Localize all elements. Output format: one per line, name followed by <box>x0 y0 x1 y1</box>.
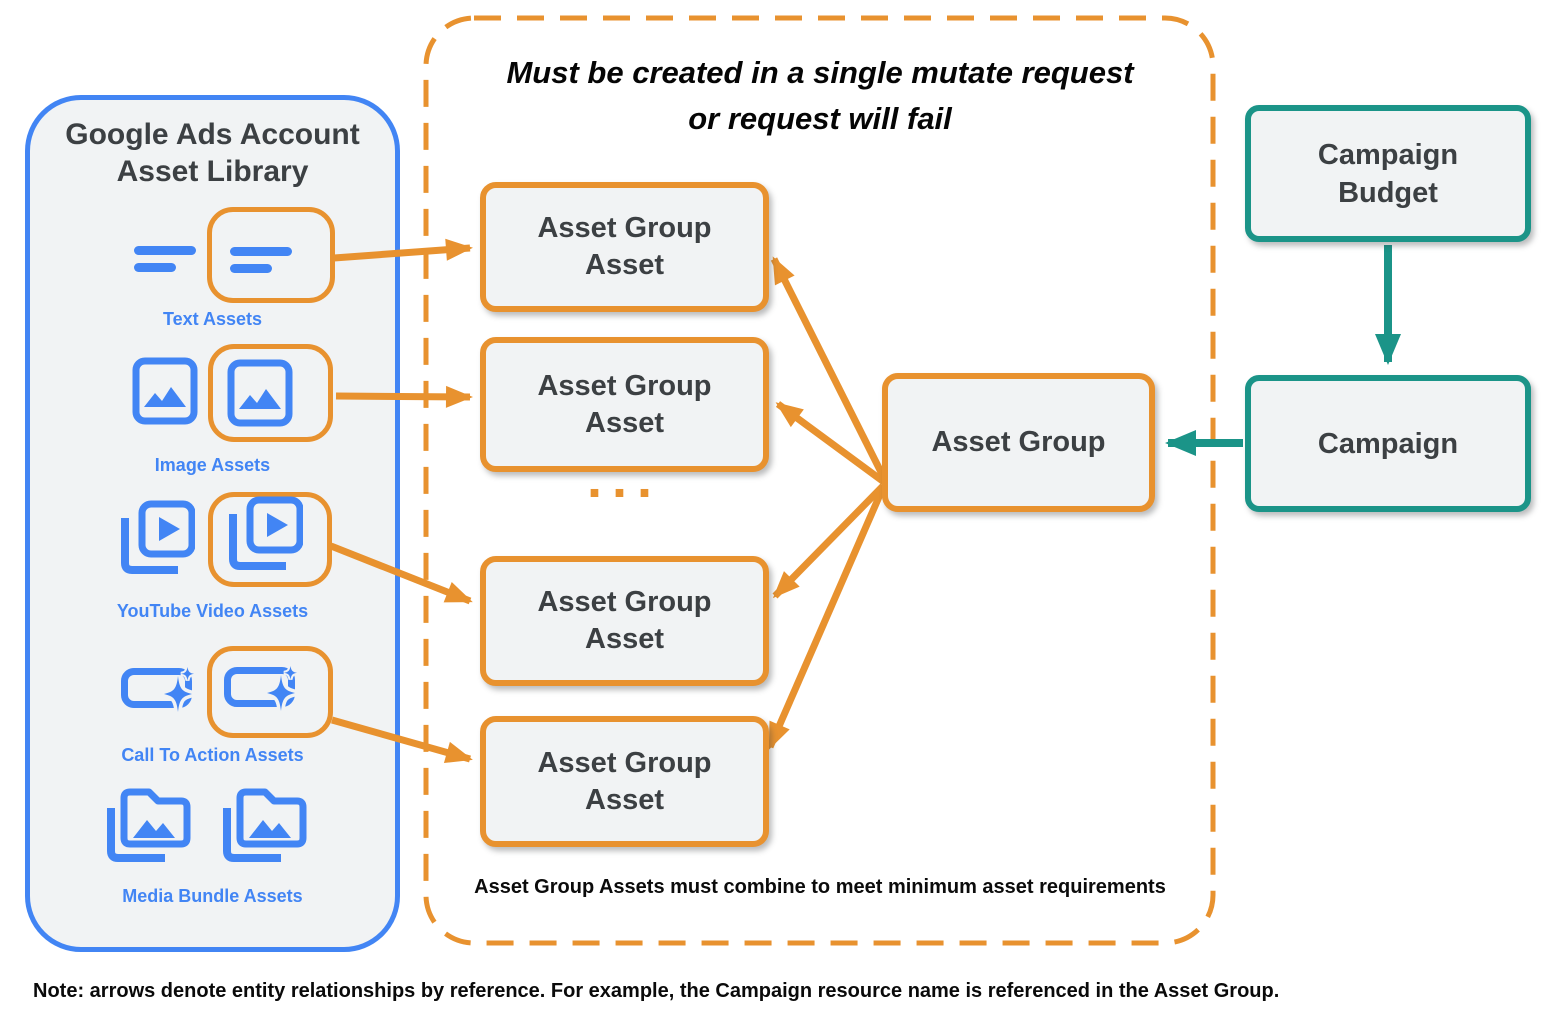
asset-group-asset-label: Asset Group <box>537 746 712 779</box>
asset-group-box: Asset Group <box>882 373 1155 512</box>
mutate-request-title: Must be created in a single mutate reque… <box>425 50 1215 142</box>
call-to-action-assets-label: Call To Action Assets <box>121 745 304 765</box>
arrow-asset-group-to-asset-group-asset-3 <box>772 483 886 599</box>
image-asset-selected-outline <box>208 344 333 442</box>
mutate-request-title-line2: or request will fail <box>688 101 952 136</box>
text-asset-selected-outline <box>207 207 335 303</box>
asset-group-asset-box-2: Asset Group Asset <box>480 337 769 472</box>
text-assets-label: Text Assets <box>162 309 263 329</box>
arrow-asset-group-to-asset-group-asset-2 <box>775 401 887 485</box>
youtube-video-asset-icon <box>225 496 303 574</box>
asset-group-asset-box-1: Asset Group Asset <box>480 182 769 312</box>
campaign-budget-box: Campaign Budget <box>1245 105 1531 242</box>
asset-group-asset-box-4: Asset Group Asset <box>480 716 769 847</box>
arrow-asset-group-to-asset-group-asset-4 <box>766 488 886 750</box>
asset-group-asset-label: Asset Group <box>537 212 712 244</box>
mutate-request-title-line1: Must be created in a single mutate reque… <box>506 55 1134 90</box>
campaign-budget-label: Campaign <box>1317 138 1459 171</box>
media-bundle-asset-icon <box>219 786 309 868</box>
campaign-box: Campaign <box>1245 375 1531 512</box>
youtube-video-asset-selected-outline <box>208 492 332 587</box>
arrow-image-assets-to-asset-group-asset-2 <box>335 385 473 408</box>
arrow-asset-group-to-asset-group-asset-1 <box>770 256 888 480</box>
arrow-youtube-assets-to-asset-group-asset-3 <box>329 542 473 605</box>
media-bundle-assets-label: Media Bundle Assets <box>122 886 303 906</box>
arrow-cta-assets-to-asset-group-asset-4 <box>331 716 473 764</box>
text-asset-icon <box>229 246 293 274</box>
asset-group-label: Asset Group <box>931 426 1106 458</box>
arrow-text-assets-to-asset-group-asset-1 <box>333 238 473 262</box>
call-to-action-asset-selected-outline <box>207 646 333 738</box>
asset-group-asset-label: Asset <box>585 249 664 281</box>
call-to-action-asset-icon <box>224 663 298 715</box>
asset-group-asset-label: Asset Group <box>537 369 712 402</box>
image-asset-icon <box>227 359 293 427</box>
asset-group-asset-box-3: Asset Group Asset <box>480 556 769 686</box>
youtube-video-assets-label: YouTube Video Assets <box>116 601 309 621</box>
asset-library-title: Google Ads Account Asset Library <box>25 116 400 190</box>
mutate-request-boundary <box>423 15 1216 946</box>
asset-requirements-footnote: Asset Group Assets must combine to meet … <box>474 876 1166 898</box>
asset-group-asset-label: Asset Group <box>537 586 712 618</box>
campaign-budget-label: Budget <box>1338 176 1438 209</box>
asset-library-title-line2: Asset Library <box>116 155 309 188</box>
image-assets-label: Image Assets <box>154 455 271 475</box>
asset-group-asset-label: Asset <box>585 623 664 655</box>
asset-group-asset-label: Asset <box>585 406 664 439</box>
asset-group-asset-label: Asset <box>585 783 664 816</box>
text-asset-icon <box>133 245 197 273</box>
campaign-label: Campaign <box>1317 427 1459 460</box>
call-to-action-asset-icon <box>121 664 195 716</box>
youtube-video-asset-icon <box>117 500 195 578</box>
asset-library-title-line1: Google Ads Account <box>65 118 360 151</box>
image-asset-icon <box>132 357 198 425</box>
ellipsis: ... <box>586 449 662 509</box>
media-bundle-asset-icon <box>103 786 193 868</box>
reference-note: Note: arrows denote entity relationships… <box>33 980 1280 1002</box>
